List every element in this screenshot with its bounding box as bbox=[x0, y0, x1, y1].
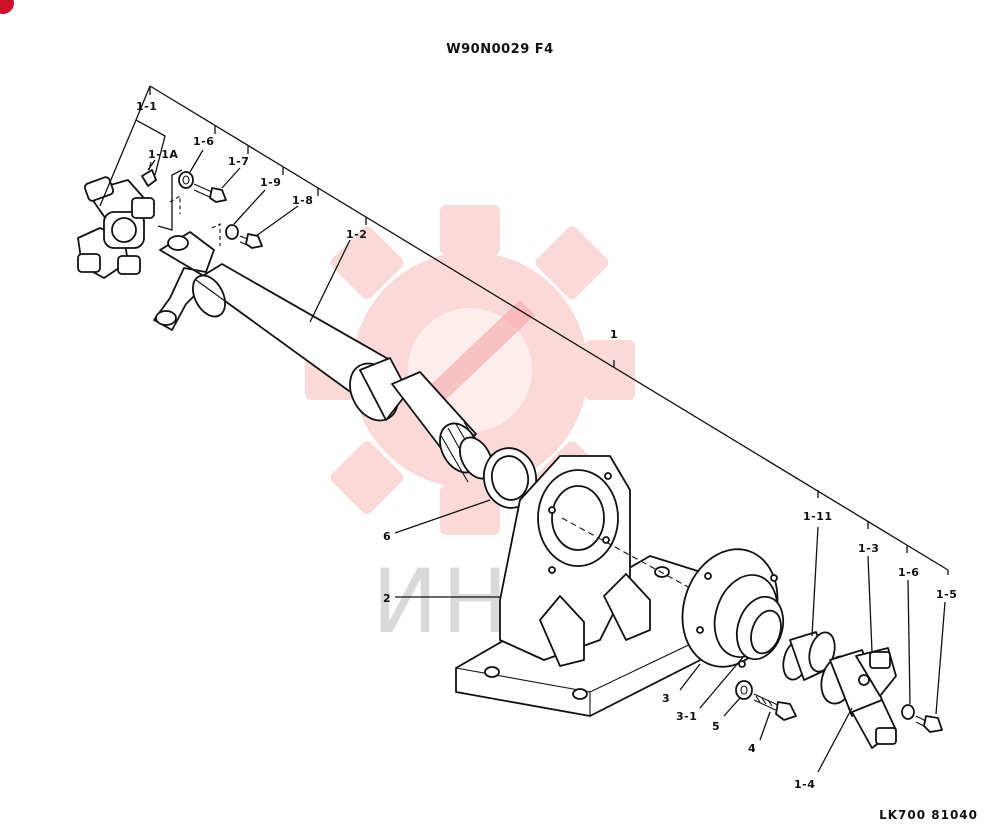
callout-2: 2 bbox=[383, 592, 391, 605]
bearing-housing bbox=[681, 548, 785, 668]
callout-4: 4 bbox=[748, 742, 756, 755]
callout-1-5: 1-5 bbox=[936, 588, 957, 601]
callout-3-1: 3-1 bbox=[676, 710, 697, 723]
flange-yoke-right bbox=[820, 647, 897, 749]
callout-1-11: 1-11 bbox=[803, 510, 833, 523]
callout-1-6-left: 1-6 bbox=[193, 135, 214, 148]
bolt-1-5 bbox=[915, 715, 943, 733]
lock-washer-1-9 bbox=[225, 224, 239, 240]
bolt-4 bbox=[753, 693, 797, 721]
callout-1: 1 bbox=[610, 328, 618, 341]
callout-1-4: 1-4 bbox=[794, 778, 815, 791]
callout-6: 6 bbox=[383, 530, 391, 543]
lock-washer-5 bbox=[735, 680, 753, 700]
bolt-1-8 bbox=[239, 233, 263, 249]
corner-marker bbox=[0, 0, 14, 14]
grease-fitting bbox=[141, 161, 157, 187]
callout-3: 3 bbox=[662, 692, 670, 705]
universal-joint-left bbox=[77, 176, 155, 279]
lock-washer-right bbox=[901, 704, 915, 720]
seal-ring bbox=[482, 447, 538, 509]
spacer-sleeve bbox=[782, 631, 836, 681]
callout-1-8: 1-8 bbox=[292, 194, 313, 207]
bearing-bracket bbox=[455, 455, 721, 717]
callout-1-1: 1-1 bbox=[136, 100, 157, 113]
assembly-leader-main bbox=[149, 85, 949, 571]
callout-1-6-right: 1-6 bbox=[898, 566, 919, 579]
callout-5: 5 bbox=[712, 720, 720, 733]
lock-washer-left bbox=[178, 171, 194, 189]
drawing-code: W90N0029 F4 bbox=[446, 42, 554, 57]
callout-1-9: 1-9 bbox=[260, 176, 281, 189]
callout-1-3: 1-3 bbox=[858, 542, 879, 555]
callout-1-1a: 1-1A bbox=[148, 148, 178, 161]
callout-1-2: 1-2 bbox=[346, 228, 367, 241]
callout-1-7: 1-7 bbox=[228, 155, 249, 168]
footer-code: LK700 81040 bbox=[879, 808, 978, 822]
bolt-1-7 bbox=[193, 183, 227, 203]
